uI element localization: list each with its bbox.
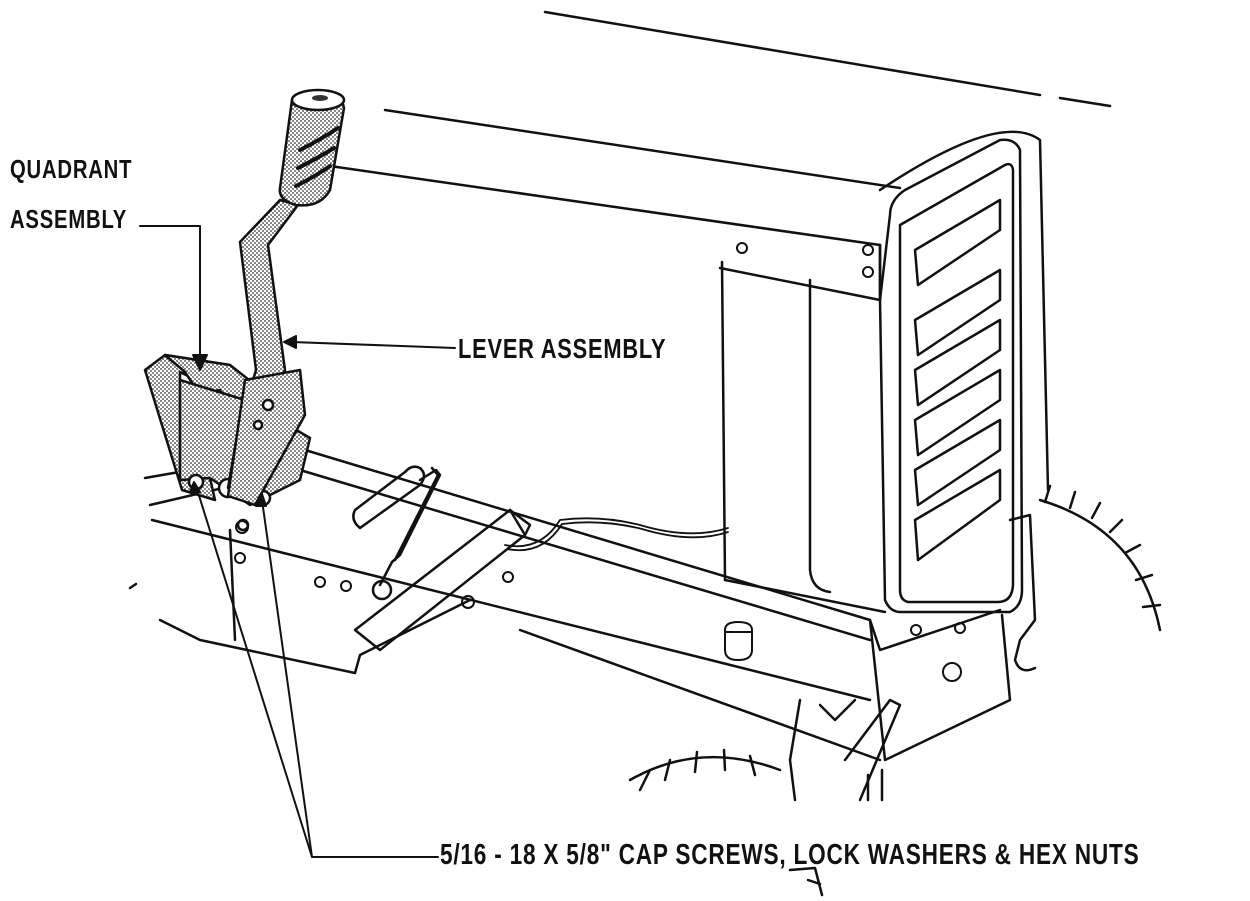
- lever-handle-grip: [278, 88, 346, 207]
- lever-assembly-label: LEVER ASSEMBLY: [458, 333, 667, 364]
- lift-crank: [352, 465, 532, 652]
- grille-panel: [878, 138, 1024, 614]
- engine-panel: [720, 260, 887, 614]
- lift-cable: [504, 517, 729, 552]
- stray-mark: [128, 582, 138, 590]
- quadrant-assembly-label-line2: ASSEMBLY: [10, 204, 128, 234]
- cap-screws-label: 5/16 - 18 X 5/8" CAP SCREWS, LOCK WASHER…: [440, 839, 1140, 871]
- front-bracket: [788, 513, 1037, 802]
- front-tire: [628, 484, 1162, 792]
- frame-bolts: [234, 242, 966, 682]
- leader-lines: [139, 225, 456, 858]
- lever-assembly: [226, 198, 307, 507]
- hood-outline: [328, 10, 1112, 492]
- quadrant-assembly-label-line1: QUADRANT: [10, 154, 133, 184]
- bottom-mark: [788, 866, 824, 897]
